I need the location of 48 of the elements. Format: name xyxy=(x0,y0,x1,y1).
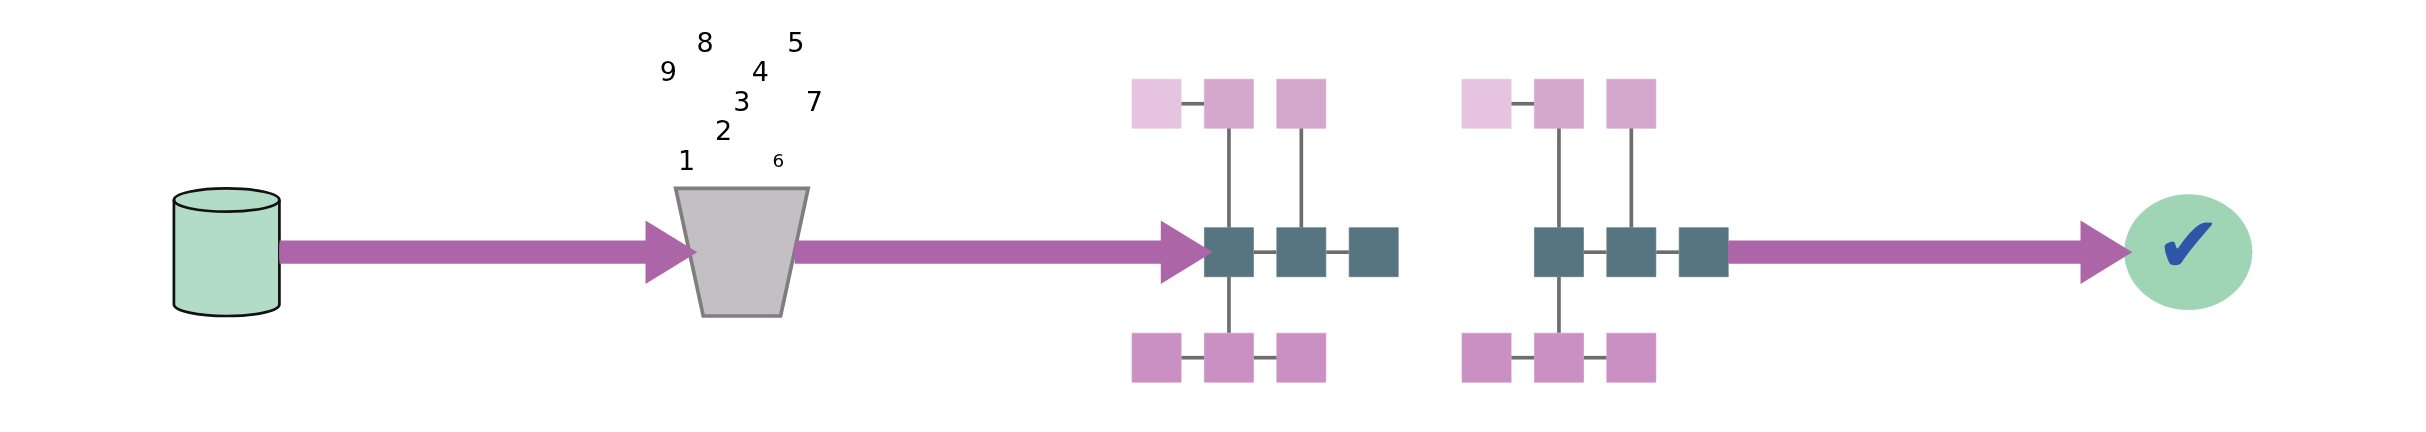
node-square xyxy=(1606,332,1657,383)
connector xyxy=(1511,101,1535,106)
node-square xyxy=(1606,227,1657,278)
node-square xyxy=(1131,332,1182,383)
connector xyxy=(1227,276,1231,333)
label: 6 xyxy=(772,149,785,171)
connector xyxy=(1656,250,1679,255)
node-square xyxy=(1276,332,1327,383)
connector xyxy=(1557,276,1561,333)
label: 4 xyxy=(751,56,769,88)
node-square xyxy=(1131,78,1182,129)
arrow xyxy=(794,220,1213,284)
connector xyxy=(1583,250,1607,255)
node-square xyxy=(1534,332,1584,383)
connector xyxy=(1227,128,1231,228)
node-square xyxy=(1678,227,1729,278)
node-funnel xyxy=(673,186,811,318)
node-square xyxy=(1204,78,1254,129)
node-square xyxy=(1534,78,1584,129)
label: 5 xyxy=(787,26,805,58)
connector xyxy=(1629,128,1634,228)
arrow xyxy=(1728,220,2133,284)
node-square xyxy=(1461,332,1512,383)
connector xyxy=(1181,101,1205,106)
arrow xyxy=(279,220,698,284)
label: 3 xyxy=(733,85,751,117)
connector xyxy=(1253,355,1277,360)
node-square xyxy=(1276,78,1327,129)
label: 8 xyxy=(696,26,714,58)
connector xyxy=(1583,355,1607,360)
label: 1 xyxy=(678,144,696,176)
node-square xyxy=(1204,227,1254,278)
node-square xyxy=(1461,78,1512,129)
connector xyxy=(1253,250,1277,255)
label: 2 xyxy=(714,115,733,147)
connector xyxy=(1181,355,1205,360)
label: 7 xyxy=(805,85,823,117)
connector xyxy=(1299,128,1304,228)
node-square xyxy=(1204,332,1254,383)
node-circle: ✔ xyxy=(2124,194,2253,311)
node-square xyxy=(1606,78,1657,129)
connector xyxy=(1326,250,1349,255)
node-square xyxy=(1276,227,1327,278)
node-square xyxy=(1534,227,1584,278)
connector xyxy=(1511,355,1535,360)
node-square xyxy=(1348,227,1399,278)
label: 9 xyxy=(659,56,677,88)
connector xyxy=(1557,128,1561,228)
